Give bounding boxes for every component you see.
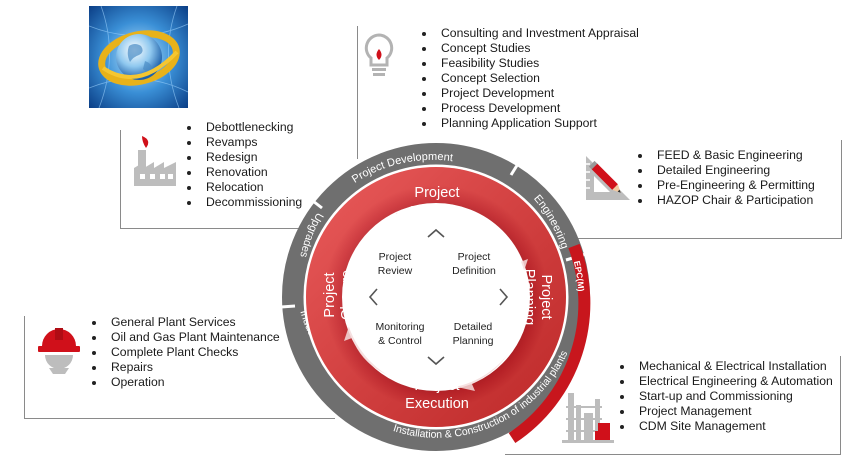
phase-closure-line2: Closure [339,270,355,320]
ruler-pencil-icon [582,154,632,204]
list-item: Project Development [420,86,639,101]
list-item: Start-up and Commissioning [618,389,833,404]
inner-monitoring-line1: Monitoring [375,321,424,333]
list-item: Consulting and Investment Appraisal [420,26,639,41]
chevron-up-icon [427,228,445,238]
list-item: Pre-Engineering & Permitting [636,178,815,193]
list-item: Electrical Engineering & Automation [618,374,833,389]
list-item: Renovation [185,165,302,180]
list-item: Repairs [90,360,280,375]
list-item: Operation [90,375,280,390]
list-item: HAZOP Chair & Participation [636,193,815,208]
connector-engineering [578,140,842,239]
globe-icon [88,5,189,109]
factory-icon [132,134,178,188]
installation-list: Mechanical & Electrical Installation Ele… [618,359,833,434]
inner-monitoring-line2: & Control [378,335,422,347]
industrial-plant-icon [562,385,614,443]
lightbulb-icon [362,32,396,82]
inner-review-line2: Review [378,265,413,277]
upgrades-list: Debottlenecking Revamps Redesign Renovat… [185,120,302,210]
phase-execution-line2: Execution [405,396,469,412]
industrial-services-list: General Plant Services Oil and Gas Plant… [90,315,280,390]
inner-labels: Project Review Project Definition Monito… [375,251,496,347]
phase-planning-line2: Planning [521,269,537,325]
chevron-down-icon [427,356,445,366]
epcm-arc [508,243,591,443]
list-item: Debottlenecking [185,120,302,135]
inner-definition-line1: Project [458,251,491,263]
list-item: Concept Studies [420,41,639,56]
list-item: General Plant Services [90,315,280,330]
list-item: Relocation [185,180,302,195]
phase-labels: Project Initiation Project Execution Pro… [322,185,554,412]
chevron-right-icon [499,288,509,306]
hard-hat-icon [36,320,82,378]
list-item: Mechanical & Electrical Installation [618,359,833,374]
list-item: Process Development [420,101,639,116]
phase-initiation-line1: Project [414,185,459,201]
chevrons [368,228,509,366]
inner-review-line1: Project [379,251,412,263]
phase-closure-line1: Project [322,272,338,317]
phase-initiation-line2: Initiation [410,204,464,220]
list-item: Detailed Engineering [636,163,815,178]
chevron-left-icon [368,288,378,306]
connector-installation [505,356,841,455]
list-item: Redesign [185,150,302,165]
list-item: Complete Plant Checks [90,345,280,360]
list-item: Oil and Gas Plant Maintenance [90,330,280,345]
list-item: Concept Selection [420,71,639,86]
project-development-list: Consulting and Investment Appraisal Conc… [420,26,639,131]
connector-industrial-services [24,316,335,419]
inner-detailed-line1: Detailed [454,321,493,333]
globe-logo [88,5,189,109]
phase-planning-line1: Project [538,274,554,319]
list-item: Decommissioning [185,195,302,210]
inner-definition-line2: Definition [452,265,496,277]
list-item: CDM Site Management [618,419,833,434]
list-item: Project Management [618,404,833,419]
list-item: Revamps [185,135,302,150]
phase-execution-line1: Project [414,378,459,394]
list-item: Feasibility Studies [420,56,639,71]
connector-upgrades [120,130,321,229]
engineering-list: FEED & Basic Engineering Detailed Engine… [636,148,815,208]
inner-detailed-line2: Planning [453,335,494,347]
list-item: FEED & Basic Engineering [636,148,815,163]
list-item: Planning Application Support [420,116,639,131]
connector-project-development [357,26,358,159]
